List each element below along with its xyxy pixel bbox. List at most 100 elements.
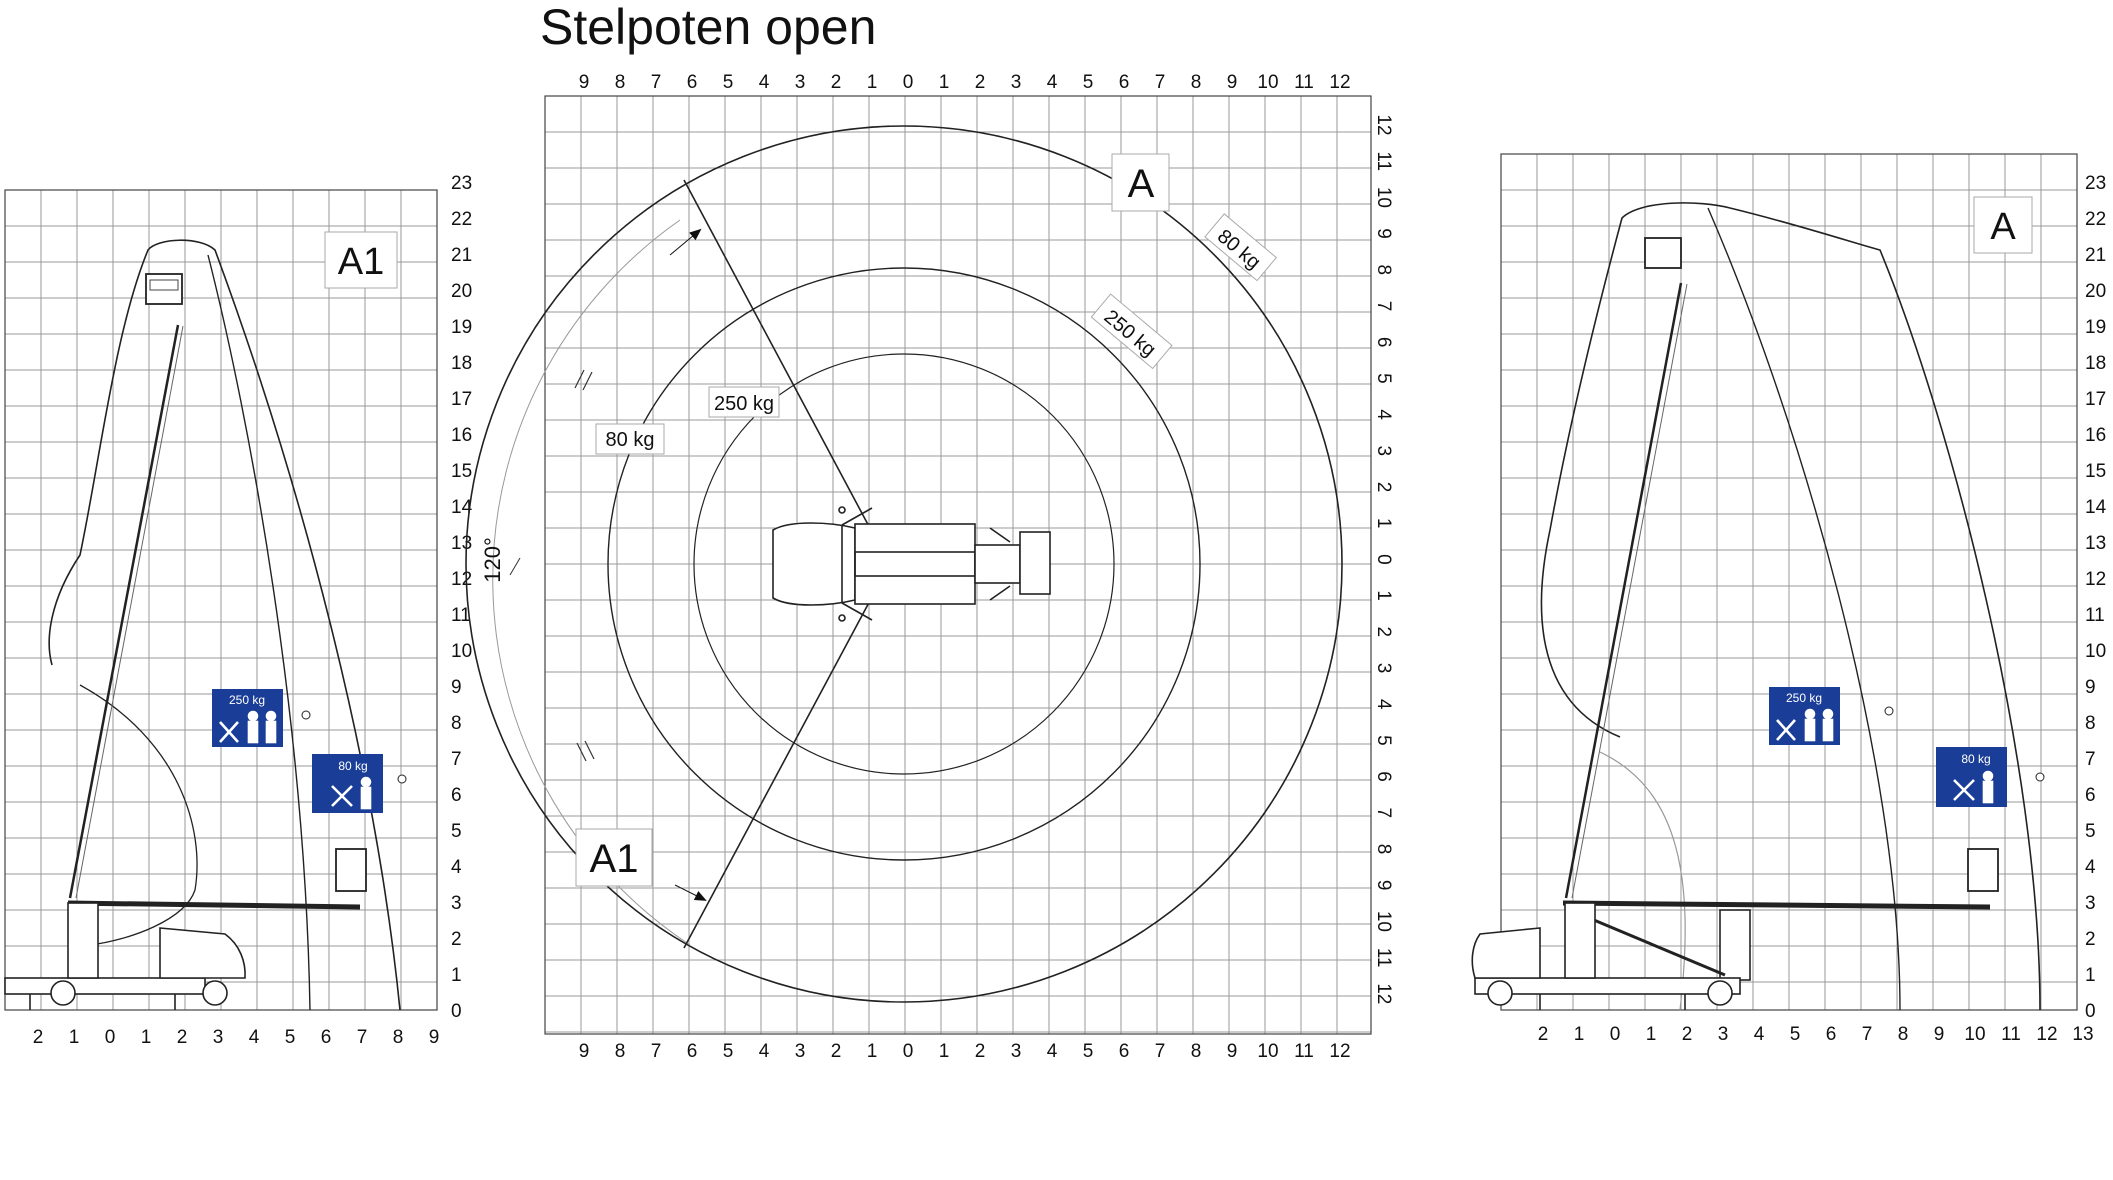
center-label-80-left-box (595, 423, 665, 455)
left-x-tick: 1 (141, 1027, 152, 1048)
center-bottom-tick: 10 (1257, 1041, 1278, 1062)
left-x-tick: 4 (249, 1027, 260, 1048)
center-bottom-tick: 4 (759, 1041, 770, 1062)
right-x-tick: 12 (2036, 1024, 2057, 1045)
center-right-tick: 7 (1373, 808, 1394, 819)
left-y-tick: 14 (451, 497, 473, 518)
center-right-tick: 0 (1373, 554, 1394, 565)
center-top-tick: 4 (759, 72, 770, 93)
center-top-tick: 3 (1011, 72, 1022, 93)
center-bottom-tick: 1 (867, 1041, 878, 1062)
right-x-tick: 2 (1682, 1024, 1693, 1045)
center-top-tick: 0 (903, 72, 914, 93)
left-y-tick: 12 (451, 569, 472, 590)
center-top-tick: 10 (1257, 72, 1278, 93)
center-circle-250-outer (607, 267, 1201, 861)
center-right-tick: 4 (1373, 409, 1394, 420)
tools-and-two-persons-icon (1776, 708, 1834, 742)
right-y-tick: 18 (2085, 353, 2106, 374)
center-right-tick: 5 (1373, 735, 1394, 746)
center-top-tick: 7 (651, 72, 662, 93)
right-y-tick: 10 (2085, 641, 2106, 662)
right-y-tick: 21 (2085, 245, 2106, 266)
left-y-tick: 1 (451, 965, 462, 986)
center-top-tick: 1 (867, 72, 878, 93)
left-badge-80-label: 80 kg (338, 759, 367, 773)
center-top-tick: 9 (579, 72, 590, 93)
left-x-tick: 3 (213, 1027, 224, 1048)
right-y-tick: 2 (2085, 929, 2096, 950)
center-arrow-top (669, 228, 702, 256)
center-grid-frame (544, 95, 1372, 1035)
left-y-tick: 23 (451, 173, 472, 194)
right-grid-frame (1500, 153, 2078, 1011)
right-inner-envelope (1707, 207, 1901, 1011)
right-x-tick: 8 (1898, 1024, 1909, 1045)
center-right-tick: 4 (1373, 699, 1394, 710)
right-x-tick: 1 (1646, 1024, 1657, 1045)
left-y-tick: 11 (451, 605, 471, 626)
center-bottom-tick: 12 (1329, 1041, 1350, 1062)
right-x-tick: 5 (1790, 1024, 1801, 1045)
center-top-tick: 6 (1119, 72, 1130, 93)
center-zone-a1-box (575, 828, 653, 887)
center-label-80-left: 80 kg (606, 429, 655, 451)
center-bottom-tick: 3 (1011, 1041, 1022, 1062)
left-x-tick: 9 (429, 1027, 440, 1048)
center-right-tick: 3 (1373, 663, 1394, 674)
center-top-tick: 2 (831, 72, 842, 93)
center-circle-inner (693, 353, 1115, 775)
center-arrow-bottom (674, 884, 707, 901)
left-y-tick: 10 (451, 641, 472, 662)
right-y-tick: 20 (2085, 281, 2106, 302)
right-basket-top (1644, 237, 1682, 269)
right-y-tick: 5 (2085, 821, 2096, 842)
center-bottom-tick: 8 (1191, 1041, 1202, 1062)
center-label-250-top: 250 kg (1090, 293, 1173, 370)
right-y-tick: 1 (2085, 965, 2096, 986)
left-y-tick: 15 (451, 461, 472, 482)
left-horizontal-boom (67, 900, 361, 910)
center-bottom-tick: 7 (651, 1041, 662, 1062)
center-right-tick: 1 (1373, 518, 1394, 529)
right-boom-mast (1719, 909, 1751, 981)
right-x-tick: 3 (1718, 1024, 1729, 1045)
right-x-tick: 7 (1862, 1024, 1873, 1045)
left-y-tick: 8 (451, 713, 462, 734)
right-lower-envelope (1599, 751, 1686, 1011)
right-y-tick: 8 (2085, 713, 2096, 734)
center-right-tick: 1 (1373, 590, 1394, 601)
left-x-tick: 7 (357, 1027, 368, 1048)
center-right-tick: 9 (1373, 228, 1394, 239)
left-x-tick: 2 (33, 1027, 44, 1048)
right-boom-inner (1571, 283, 1688, 899)
left-inner-envelope (207, 254, 311, 1011)
left-x-tick: 8 (393, 1027, 404, 1048)
left-badge-80: 80 kg (312, 754, 383, 813)
right-y-tick: 7 (2085, 749, 2096, 770)
center-bottom-tick: 7 (1155, 1041, 1166, 1062)
center-bottom-tick: 8 (615, 1041, 626, 1062)
right-y-tick: 16 (2085, 425, 2106, 446)
left-y-tick: 20 (451, 281, 472, 302)
center-top-tick: 12 (1329, 72, 1350, 93)
left-x-tick: 2 (177, 1027, 188, 1048)
right-badge-80-label: 80 kg (1961, 752, 1990, 766)
center-truck-plan (772, 506, 1051, 622)
right-y-tick: 12 (2085, 569, 2106, 590)
left-x-tick: 1 (69, 1027, 80, 1048)
center-top-tick: 5 (1083, 72, 1094, 93)
center-right-tick: 2 (1373, 482, 1394, 493)
right-x-tick: 2 (1538, 1024, 1549, 1045)
left-boom (68, 324, 180, 899)
tools-and-one-person-icon (331, 776, 372, 810)
right-y-tick: 14 (2085, 497, 2107, 518)
left-y-tick: 22 (451, 209, 472, 230)
right-boom-brace (1569, 908, 1726, 977)
right-y-tick: 0 (2085, 1001, 2096, 1022)
center-bottom-tick: 2 (831, 1041, 842, 1062)
